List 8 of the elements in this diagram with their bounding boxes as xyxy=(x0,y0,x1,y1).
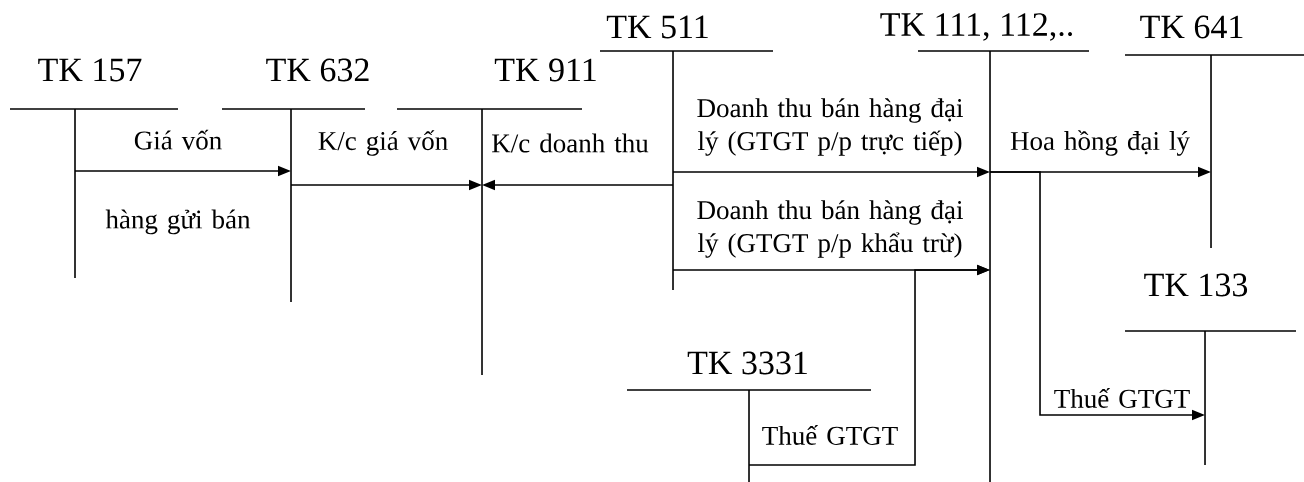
edge-label: K/c giá vốn xyxy=(318,130,448,156)
edge-label: Doanh thu bán hàng đại lý (GTGT p/p trực tiếp) xyxy=(697,98,963,156)
edge-label: K/c doanh thu xyxy=(492,133,649,153)
edge-label: Hoa hồng đại lý xyxy=(1010,130,1190,156)
edge-label: Doanh thu bán hàng đại lý (GTGT p/p khẩu trừ) xyxy=(697,200,963,258)
edge-label: Thuế GTGT xyxy=(762,425,898,445)
edge-label: Giá vốn hàng gửi bán xyxy=(105,129,251,235)
edge-label: Thuế GTGT xyxy=(1054,388,1190,408)
